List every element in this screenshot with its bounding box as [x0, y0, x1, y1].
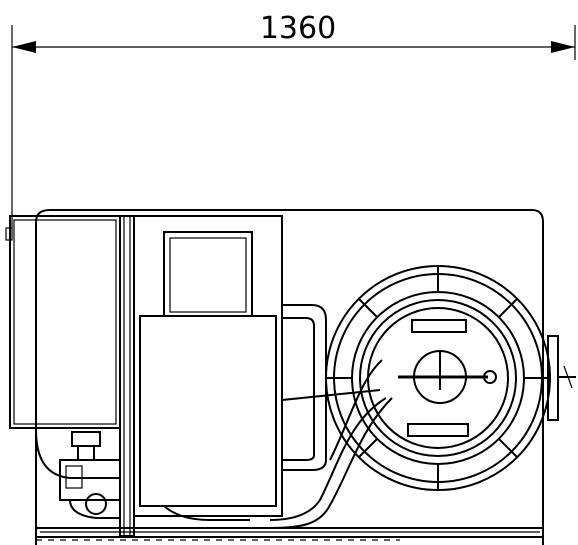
axle-detail	[563, 365, 573, 389]
rim-divider-br	[498, 438, 518, 458]
side-pipe-inner	[282, 317, 315, 461]
dimension-value: 1360	[260, 11, 336, 46]
overall-width-dimension: 1360	[11, 11, 576, 228]
valve-handle	[71, 431, 101, 447]
left-arrowhead	[12, 41, 36, 53]
side-pipe-loop	[282, 304, 327, 471]
drum-core	[367, 307, 509, 449]
outlet-pipe	[69, 499, 120, 519]
frame-outline	[35, 209, 544, 545]
drum-assembly	[325, 265, 576, 491]
vertical-post	[119, 215, 135, 537]
piping	[163, 304, 393, 529]
hose-4	[281, 389, 381, 401]
post-body	[119, 215, 135, 537]
central-unit	[133, 215, 283, 517]
rim-divider-tr	[498, 298, 518, 318]
pipe-curve	[35, 429, 120, 479]
rim-divider-tl	[358, 298, 378, 318]
clamp-bottom	[407, 423, 469, 437]
unit-housing	[133, 215, 283, 517]
drum-ring-inner	[359, 299, 517, 457]
lower-panel	[139, 315, 277, 507]
hose-1	[269, 397, 387, 521]
hose-3	[329, 359, 383, 461]
display-frame	[163, 231, 253, 317]
control-cabinet	[5, 215, 121, 429]
lower-loop	[163, 505, 250, 521]
clamp-top	[411, 319, 467, 333]
valve-port	[65, 465, 83, 489]
display-screen	[169, 237, 247, 313]
hose-2	[269, 397, 393, 529]
right-arrowhead	[551, 41, 575, 53]
cabinet-hinge	[5, 227, 13, 241]
rim-divider-bl	[358, 438, 378, 458]
valve-stem	[77, 445, 95, 461]
cabinet-body	[9, 215, 121, 429]
valve-fitting	[85, 493, 107, 515]
valve-assembly	[35, 429, 121, 519]
hub-knob	[483, 370, 497, 384]
cabinet-door	[13, 219, 117, 425]
valve-body	[59, 459, 121, 501]
